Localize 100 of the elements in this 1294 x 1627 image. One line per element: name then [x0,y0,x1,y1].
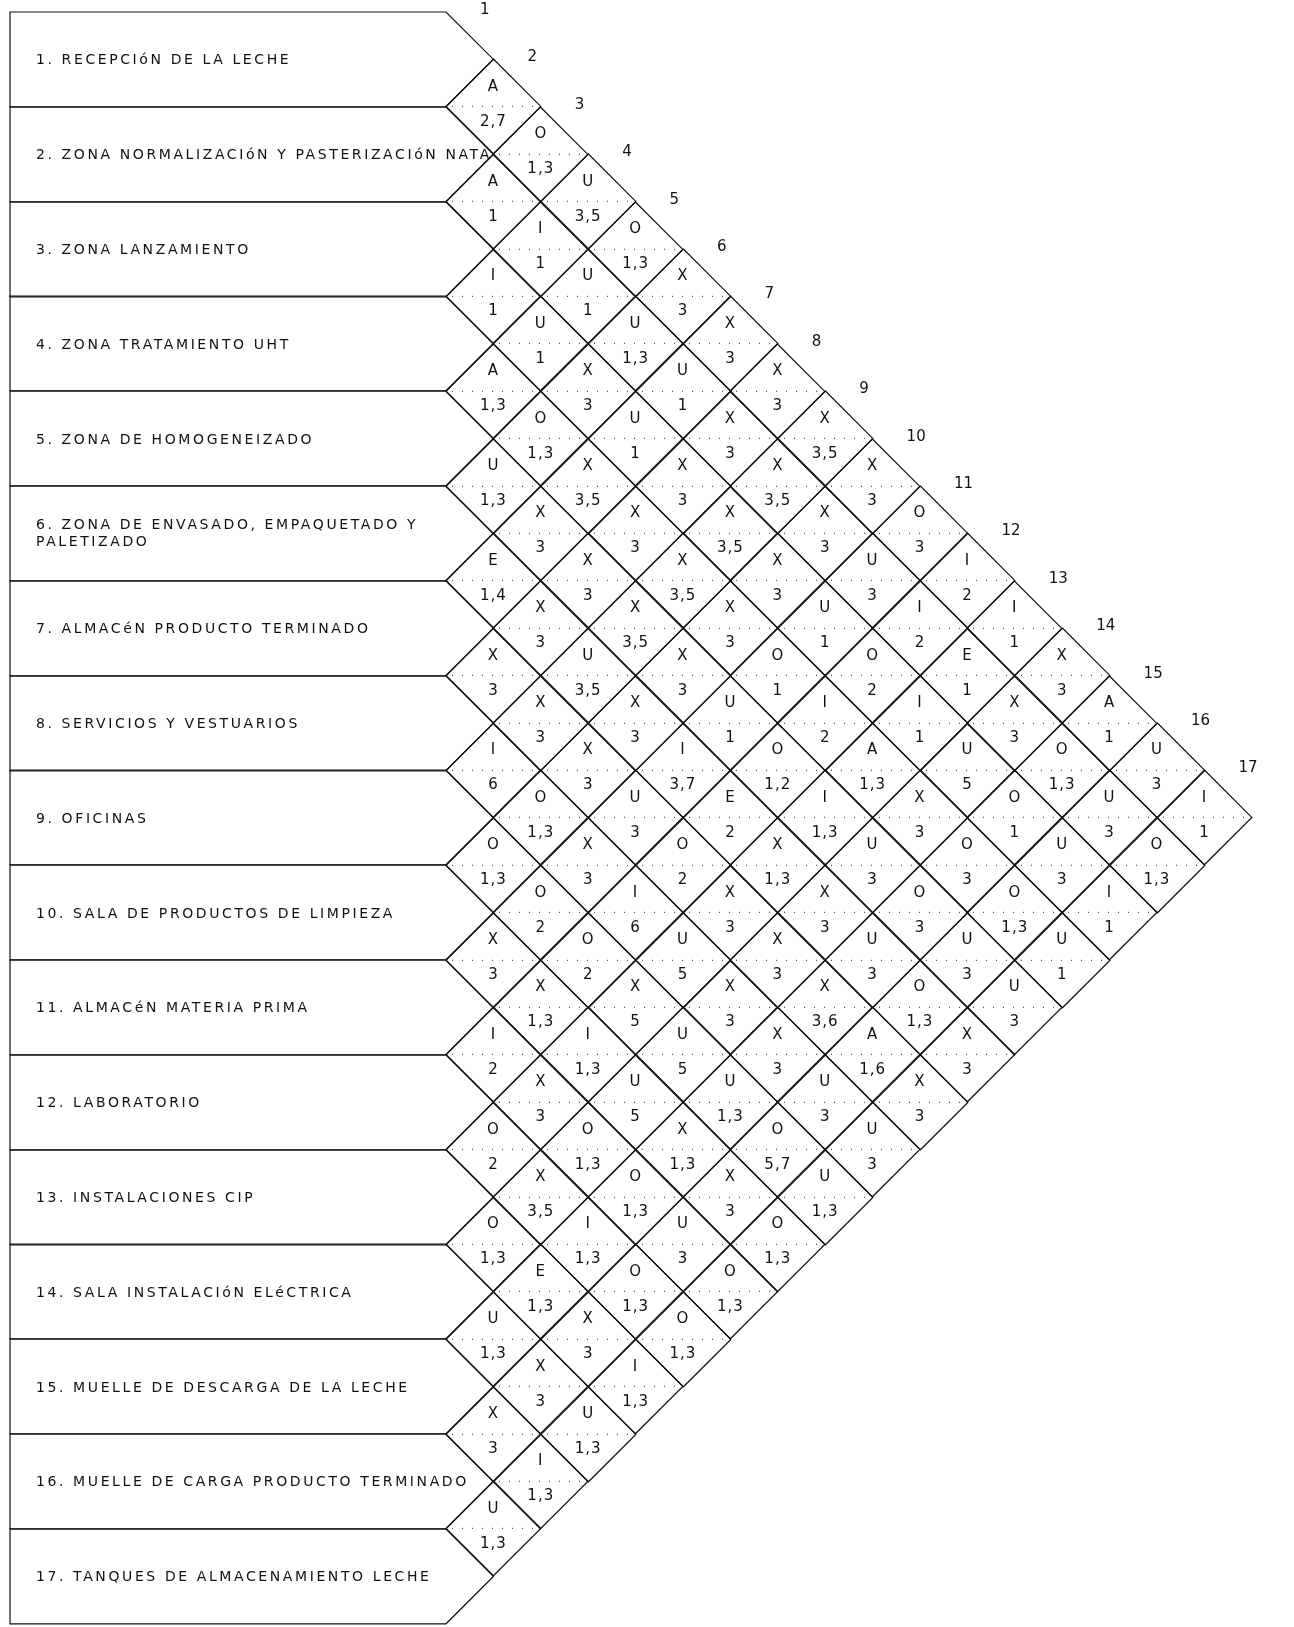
column-number: 8 [811,331,822,350]
reason-code: 1 [534,254,548,272]
reason-code: 1,3 [526,1296,556,1315]
reason-code: 3 [1055,680,1069,699]
closeness-code: O [723,1261,738,1280]
closeness-code: U [818,1072,833,1091]
reason-code: 3 [866,491,879,509]
column-number: 9 [859,379,869,398]
closeness-code: X [628,503,643,522]
reason-code: 3 [487,680,500,699]
reason-code: 3,5 [526,1202,556,1220]
reason-code: 2 [534,917,548,936]
area-name: 13. INSTALACIONES CIP [36,1188,257,1206]
column-number: 1 [480,0,490,18]
area-name: 15. MUELLE DE DESCARGA DE LA LECHE [36,1378,411,1396]
reason-code: 3 [913,538,927,557]
closeness-code: E [961,645,974,664]
closeness-code: X [818,882,832,901]
closeness-code: X [534,598,548,617]
column-number: 14 [1096,616,1116,635]
reason-code: 5,7 [763,1154,793,1173]
reason-code: 2 [961,585,974,604]
closeness-code: X [628,977,643,996]
closeness-code: X [581,740,595,759]
closeness-code: O [1007,882,1023,901]
reason-code: 2,7 [478,111,508,130]
closeness-code: U [581,171,596,190]
area-name: 6. ZONA DE ENVASADO, EMPAQUETADO Y PALETIZADO [36,516,420,551]
area-name: 17. TANQUES DE ALMACENAMIENTO LECHE [36,1567,433,1585]
reason-code: 1,3 [668,1344,698,1363]
reason-code: 1,3 [621,1202,650,1220]
closeness-code: U [676,361,690,380]
reason-code: 3 [961,870,974,889]
column-number: 13 [1048,568,1068,587]
reason-code: 3 [913,1107,927,1126]
closeness-code: X [913,787,927,806]
reason-code: 3 [581,775,595,794]
reason-code: 3 [724,633,737,652]
closeness-code: X [534,1356,548,1375]
area-name: 5. ZONA DE HOMOGENEIZADO [36,430,316,448]
closeness-code: I [537,219,545,237]
reason-code: 1 [1055,965,1069,983]
closeness-code: E [534,1261,548,1280]
closeness-code: X [1055,645,1069,664]
closeness-code: U [486,456,501,474]
closeness-code: X [581,361,595,380]
closeness-code: I [1200,787,1209,806]
reason-code: 3,5 [715,538,745,557]
reason-code: 3 [629,538,642,557]
column-number: 5 [669,189,680,208]
reason-code: 3 [866,585,879,604]
area-name: 1. RECEPCIóN DE LA LECHE [36,50,293,68]
reason-code: 2 [818,728,832,746]
closeness-code: X [676,266,690,285]
reason-code: 3 [818,917,832,936]
reason-code: 3 [866,1154,879,1173]
closeness-code: X [628,693,643,711]
closeness-code: X [818,503,832,522]
reason-code: 3 [771,1059,785,1078]
closeness-code: O [1149,835,1165,854]
reason-code: 3 [866,965,879,983]
closeness-code: U [676,1214,690,1233]
reason-code: 3 [629,822,642,841]
reason-code: 3 [724,1202,737,1220]
closeness-code: X [723,977,738,996]
reason-code: 3 [913,917,927,936]
reason-code: 5 [629,1012,642,1031]
closeness-code: X [818,977,832,996]
reason-code: 1,3 [478,491,508,509]
closeness-code: U [1055,835,1070,854]
closeness-code: U [865,835,880,854]
closeness-code: U [723,693,738,711]
column-number: 4 [622,142,632,161]
closeness-code: I [821,787,829,806]
reason-code: 3 [581,870,595,889]
column-number: 16 [1191,711,1211,729]
reason-code: 1 [487,206,500,225]
closeness-code: O [1007,787,1023,806]
reason-code: 1 [487,301,500,320]
closeness-code: I [631,882,640,901]
closeness-code: A [486,361,501,380]
reason-code: 3 [1008,1012,1022,1031]
reason-code: 1,3 [478,396,508,415]
reason-code: 3,5 [621,633,650,652]
reason-code: 3 [771,965,785,983]
closeness-code: X [534,977,548,996]
closeness-code: X [723,313,738,332]
column-number: 12 [1001,521,1021,540]
closeness-code: O [960,835,975,854]
area-name: 14. SALA INSTALACIóN ELéCTRICA [36,1283,355,1301]
reason-code: 1,3 [810,822,840,841]
reason-code: 1,3 [526,1012,556,1031]
closeness-code: O [486,1214,501,1233]
reason-code: 1 [1198,822,1211,841]
reason-code: 1,3 [621,1296,650,1315]
reason-code: 1,3 [810,1202,840,1220]
closeness-code: O [533,408,549,427]
closeness-code: X [1008,693,1022,711]
column-number: 3 [574,94,585,113]
reason-code: 2 [913,633,927,652]
